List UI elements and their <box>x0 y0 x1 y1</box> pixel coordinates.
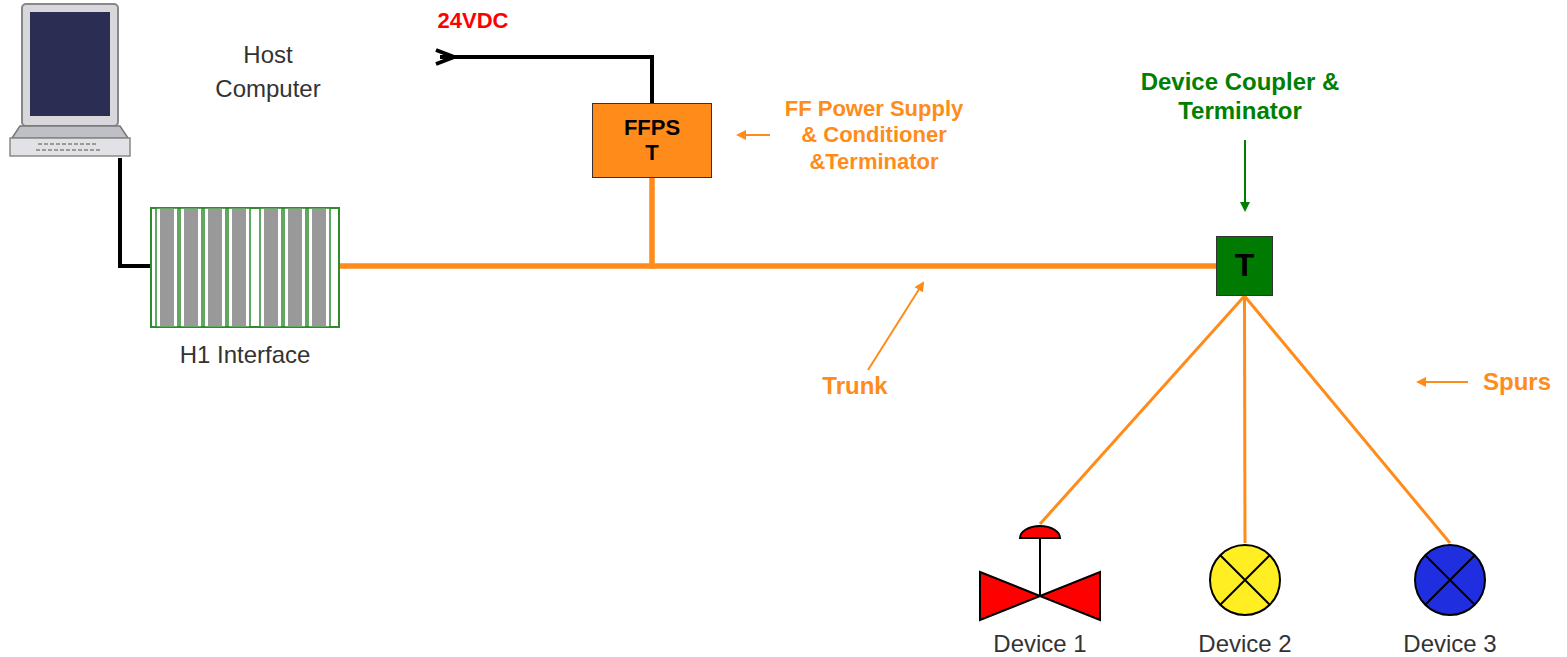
spur-line <box>1040 296 1245 524</box>
leader-arrow <box>1244 140 1246 210</box>
leader-arrow <box>868 283 923 370</box>
box-text: T <box>645 141 658 165</box>
spur-line <box>1245 296 1451 543</box>
h1-interface: H1 Interface <box>150 207 340 328</box>
host-computer: Host Computer <box>8 0 132 158</box>
node-label: Host Computer <box>198 38 338 105</box>
callout-text: Trunk <box>800 372 910 401</box>
leader-arrow <box>738 134 770 136</box>
blue-device-symbol <box>1413 543 1487 617</box>
callout-text: FF Power Supply & Conditioner &Terminato… <box>778 96 970 175</box>
yellow-device-symbol <box>1208 543 1282 617</box>
host-cable <box>120 158 150 266</box>
node-label: Device 2 <box>1198 630 1291 657</box>
power-supply-box: FFPST <box>592 103 712 178</box>
valve-device: Device 1 <box>976 524 1104 622</box>
box-text: FFPS <box>624 116 680 140</box>
yellow-device: Device 2 <box>1208 543 1282 617</box>
supply-cable <box>436 50 652 103</box>
callout-text: Spurs <box>1472 368 1562 397</box>
trunk-line <box>340 178 652 266</box>
host-computer-symbol <box>8 0 132 158</box>
blue-device: Device 3 <box>1413 543 1487 617</box>
h1-interface-symbol <box>150 207 340 328</box>
callout-text: Device Coupler & Terminator <box>1135 68 1345 126</box>
box-text: T <box>1235 248 1255 283</box>
leader-arrow <box>1418 381 1468 383</box>
node-label: Device 3 <box>1403 630 1496 657</box>
trunk-line <box>652 178 1216 266</box>
device-coupler-box: T <box>1216 236 1273 296</box>
supply-voltage: 24VDC <box>418 8 528 34</box>
node-label: Device 1 <box>993 630 1086 657</box>
valve-device-symbol <box>976 524 1104 622</box>
node-label: H1 Interface <box>180 341 311 369</box>
spur-line <box>1243 296 1247 543</box>
